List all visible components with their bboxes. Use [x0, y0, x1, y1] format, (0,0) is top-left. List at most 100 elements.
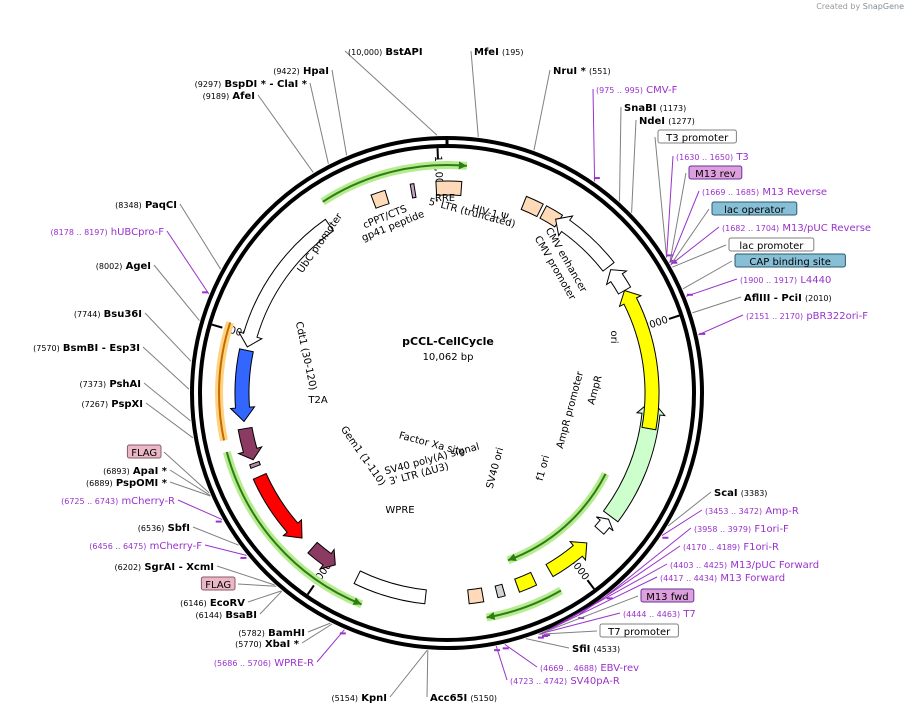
label-position: (6889) [86, 479, 113, 488]
label-site[interactable]: (5770) XbaI * [235, 639, 300, 650]
label-site[interactable]: MfeI (195) [474, 47, 524, 58]
connector-line [470, 50, 479, 137]
label-site[interactable]: (9297) BspDI * - ClaI * [195, 79, 308, 90]
label-primer[interactable]: (2151 .. 2170) pBR322ori-F [746, 311, 868, 322]
label-text: (1900 .. 1917) L4440 [740, 275, 831, 286]
label-name: KpnI [361, 693, 387, 704]
label-primer[interactable]: (4723 .. 4742) SV40pA-R [510, 676, 620, 687]
created-by-text: Created by [816, 2, 861, 11]
label-site[interactable]: (5782) BamHI [238, 628, 305, 639]
label-text: (7744) Bsu36I [74, 309, 142, 320]
label-name: T7 [682, 609, 695, 620]
label-box[interactable]: FLAG [200, 576, 236, 591]
label-site[interactable]: NruI * (551) [553, 66, 611, 77]
plasmid-length: 10,062 bp [423, 352, 474, 363]
label-text: (7373) PshAI [80, 379, 141, 390]
label-primer[interactable]: (4417 .. 4434) M13 Forward [660, 573, 785, 584]
label-name: WPRE-R [274, 658, 314, 669]
label-site[interactable]: (5154) KpnI [331, 693, 387, 704]
label-site[interactable]: (6893) ApaI * [103, 466, 168, 477]
label-primer[interactable]: (8178 .. 8197) hUBCpro-F [50, 227, 164, 238]
label-primer[interactable]: (1682 .. 1704) M13/pUC Reverse [722, 223, 871, 234]
label-site[interactable]: (7744) Bsu36I [74, 309, 142, 320]
label-site[interactable]: (7373) PshAI [80, 379, 141, 390]
label-site[interactable]: (6889) PspOMI * [86, 478, 168, 489]
label-primer[interactable]: (4170 .. 4189) F1ori-R [683, 542, 779, 553]
label-name: hUBCpro-F [111, 227, 164, 238]
label-site[interactable]: (10,000) BstAPI [348, 47, 423, 58]
label-position: (2010) [805, 294, 832, 303]
label-box[interactable]: M13 fwd [640, 588, 695, 603]
label-position: (4403 .. 4425) [670, 561, 727, 570]
label-box[interactable]: T3 promoter [657, 129, 737, 144]
label-primer[interactable]: (5686 .. 5706) WPRE-R [214, 658, 314, 669]
label-name: AgeI [126, 261, 151, 272]
label-text: (6202) SgrAI - XcmI [115, 562, 214, 573]
label-primer[interactable]: (6456 .. 6475) mCherry-F [89, 541, 202, 552]
label-position: (7744) [74, 310, 101, 319]
connector-line [169, 469, 211, 496]
label-primer[interactable]: (4444 .. 4463) T7 [623, 609, 696, 620]
label-site[interactable]: NdeI (1277) [639, 116, 695, 127]
label-site[interactable]: (6146) EcoRV [180, 598, 245, 609]
green-arc-left-head [352, 597, 362, 605]
label-mcherry: mCherry [295, 429, 326, 472]
connector-line [539, 612, 621, 635]
label-site[interactable]: (7570) BsmBI - Esp3I [33, 343, 140, 354]
label-site[interactable]: AflIII - PciI (2010) [744, 293, 832, 304]
label-text: (9297) BspDI * - ClaI * [195, 79, 308, 90]
label-text: (5782) BamHI [238, 628, 305, 639]
label-site[interactable]: (8002) AgeI [96, 261, 151, 272]
connector-line [204, 544, 247, 556]
label-primer[interactable]: (975 .. 995) CMV-F [596, 85, 678, 96]
label-position: (8002) [96, 262, 123, 271]
label-site[interactable]: Acc65I (5150) [430, 693, 497, 704]
connector-line [533, 69, 551, 151]
label-wpre: WPRE [385, 505, 414, 516]
label-primer[interactable]: (6725 .. 6743) mCherry-R [61, 496, 175, 507]
label-position: (975 .. 995) [596, 86, 643, 95]
label-primer[interactable]: (4403 .. 4425) M13/pUC Forward [670, 560, 819, 571]
label-position: (8178 .. 8197) [50, 228, 107, 237]
label-primer[interactable]: (3958 .. 3979) F1ori-F [694, 524, 789, 535]
label-site[interactable]: ScaI (3383) [714, 488, 767, 499]
tick-mark [668, 314, 680, 320]
connector-line [144, 312, 192, 362]
label-text: NruI * (551) [553, 66, 611, 77]
label-site[interactable]: (6144) BsaBI [196, 610, 257, 621]
label-box[interactable]: FLAG [126, 444, 162, 459]
label-box[interactable]: T7 promoter [599, 623, 679, 638]
label-name: PspXI [111, 399, 143, 410]
label-site[interactable]: SnaBI (1173) [624, 103, 686, 114]
label-box[interactable]: CAP binding site [734, 253, 846, 268]
label-primer[interactable]: (3453 .. 3472) Amp-R [705, 506, 799, 517]
label-site[interactable]: (9189) AfeI [203, 91, 255, 102]
label-primer[interactable]: (1669 .. 1685) M13 Reverse [702, 187, 827, 198]
label-text: SfiI (4533) [572, 644, 620, 655]
connector-line [670, 226, 720, 266]
snapgene-brand: Created by SnapGene [816, 2, 904, 11]
label-box[interactable]: lac promoter [728, 237, 815, 252]
label-position: (5770) [235, 640, 262, 649]
label-box[interactable]: lac operator [711, 201, 798, 216]
label-site[interactable]: SfiI (4533) [572, 644, 620, 655]
label-primer[interactable]: (1900 .. 1917) L4440 [740, 275, 831, 286]
label-rre: RRE [435, 193, 455, 204]
label-site[interactable]: (6202) SgrAI - XcmI [115, 562, 214, 573]
label-primer[interactable]: (1630 .. 1650) T3 [676, 152, 749, 163]
plasmid-name: pCCL-CellCycle [402, 335, 494, 348]
label-name: BsaBI [225, 610, 257, 621]
label-site[interactable]: (9422) HpaI [273, 66, 329, 77]
label-position: (5686 .. 5706) [214, 659, 271, 668]
connector-line [163, 451, 210, 494]
label-box[interactable]: M13 rev [688, 165, 743, 180]
label-text: (7267) PspXI [82, 399, 144, 410]
label-site[interactable]: (8348) PaqCI [115, 200, 177, 211]
connector-line [661, 509, 703, 537]
label-text: (8002) AgeI [96, 261, 151, 272]
label-name: CMV-F [646, 85, 677, 96]
label-site[interactable]: (6536) SbfI [138, 523, 190, 534]
label-primer[interactable]: (4669 .. 4688) EBV-rev [540, 663, 639, 674]
label-site[interactable]: (7267) PspXI [82, 399, 144, 410]
label-name: M13 Reverse [762, 187, 827, 198]
